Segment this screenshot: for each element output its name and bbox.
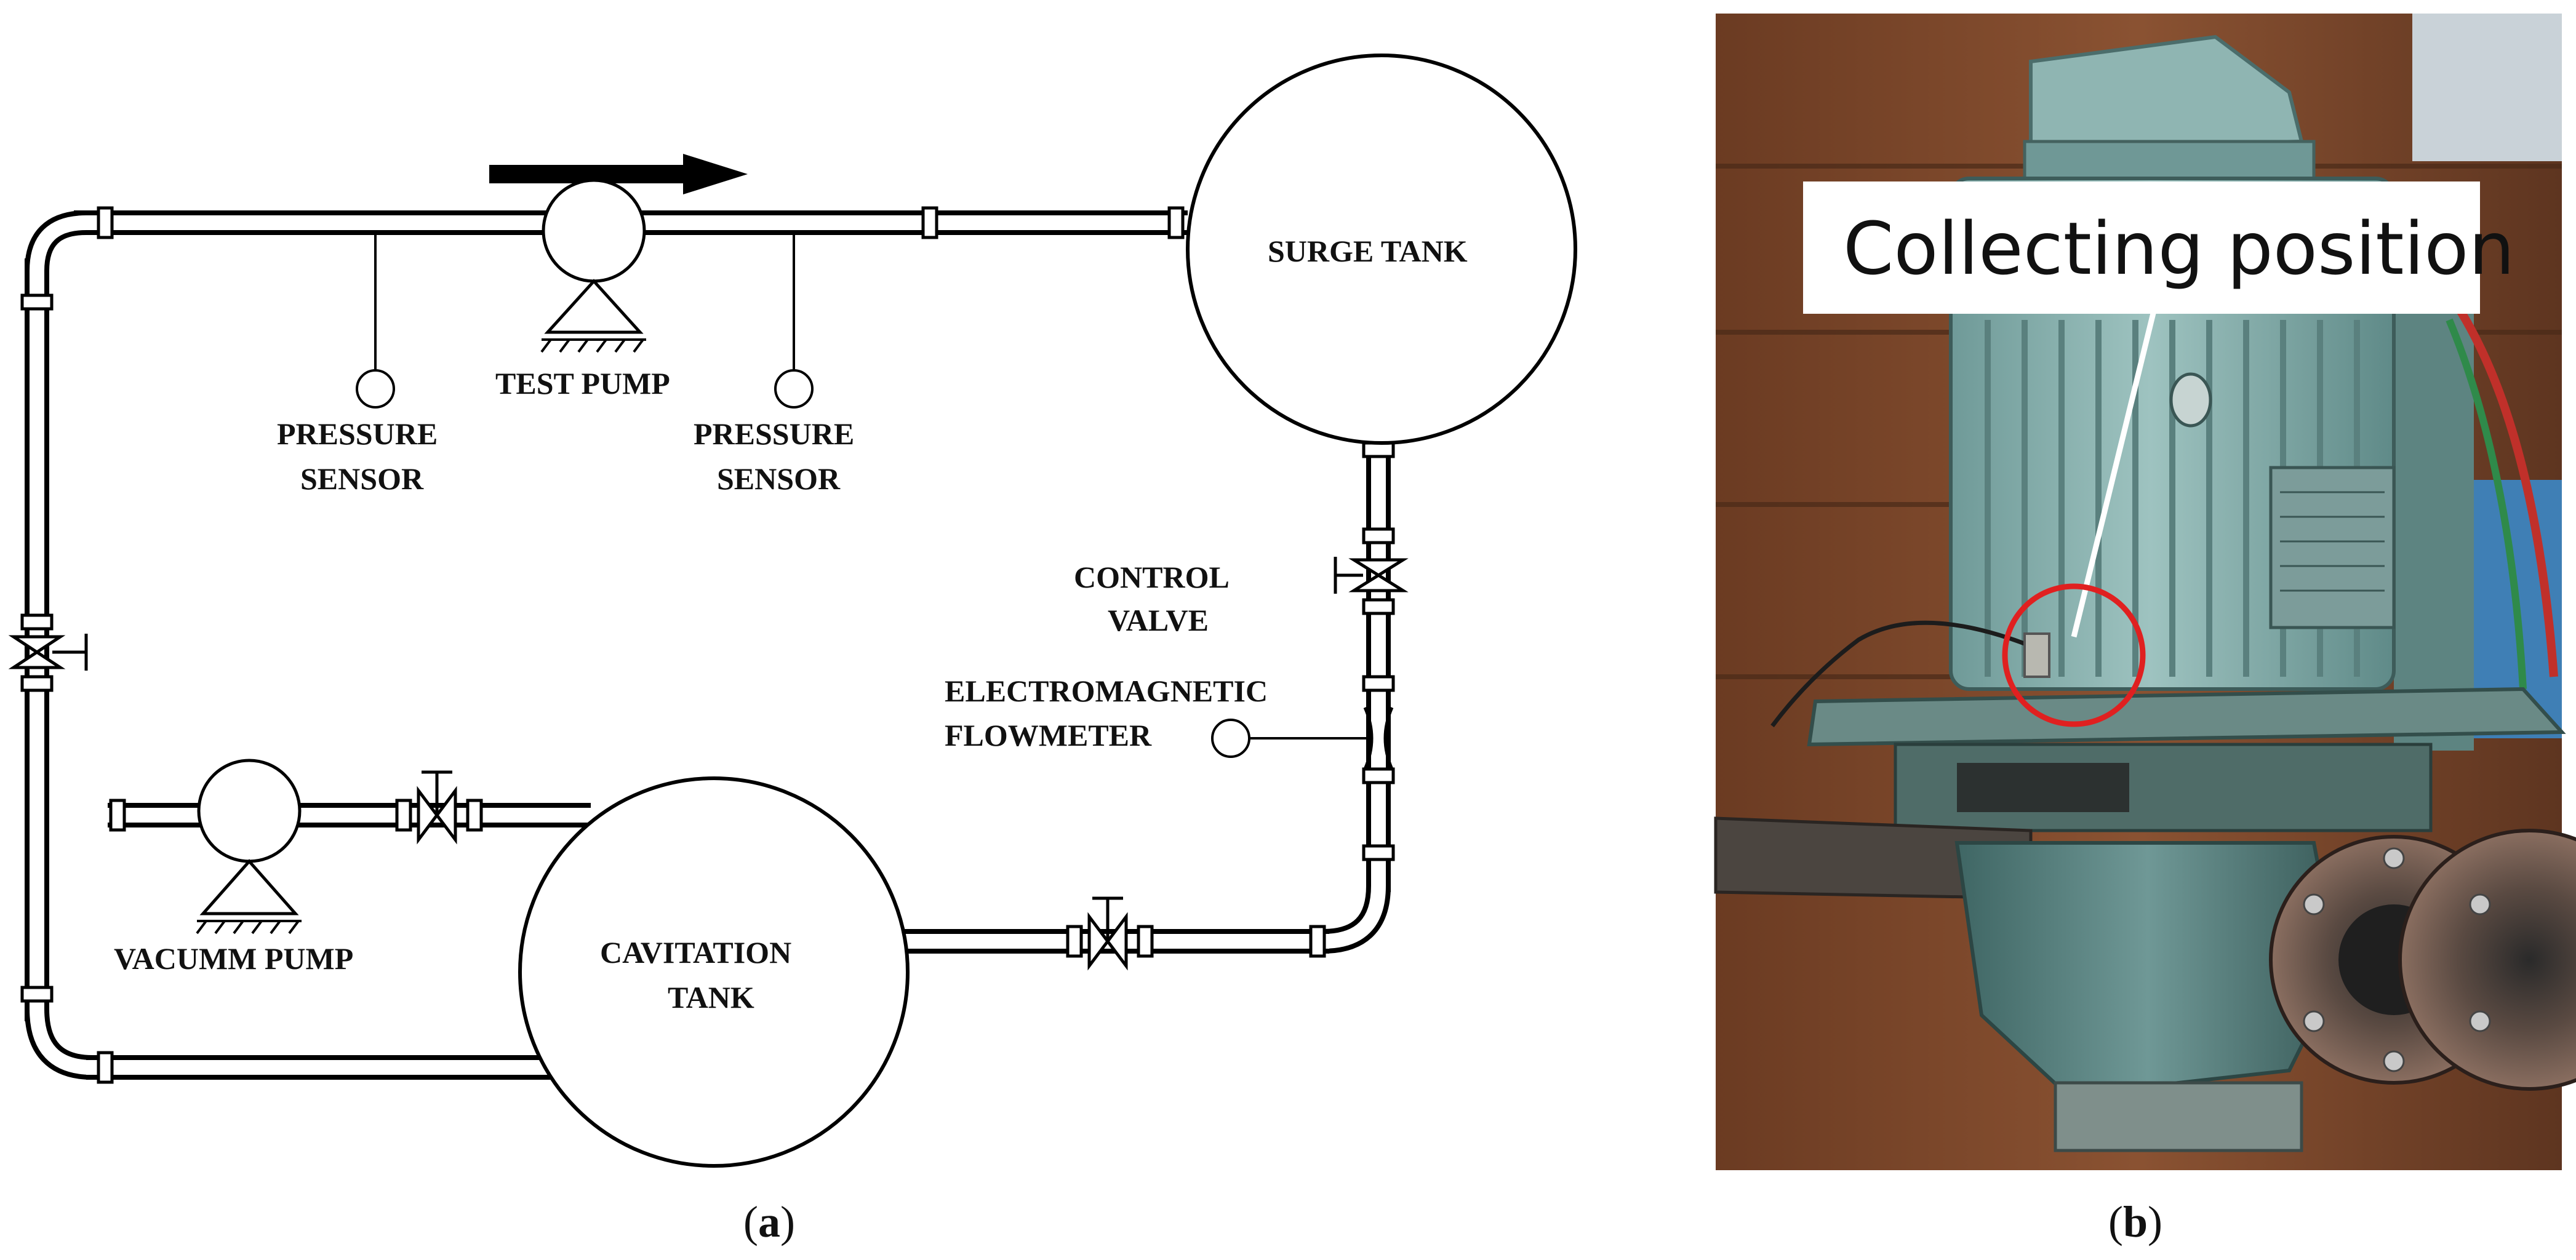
background-window	[2412, 14, 2562, 161]
label-pressure-sensor-right-line1: PRESSURE	[694, 417, 854, 451]
flange-bolts	[2303, 847, 2491, 1072]
vacuum-line-valve	[417, 770, 457, 845]
pressure-sensor-right	[774, 234, 814, 409]
green-cable	[2446, 318, 2527, 690]
vibration-sensor	[2023, 632, 2050, 678]
label-control-valve-line1: CONTROL	[1074, 560, 1230, 594]
motor-fan-cap	[2029, 34, 2304, 150]
label-surge-tank: SURGE TANK	[1268, 234, 1468, 268]
label-pressure-sensor-left-line1: PRESSURE	[277, 417, 438, 451]
return-line-valve	[1087, 896, 1128, 971]
vacuum-pump	[196, 759, 302, 935]
label-control-valve-line2: VALVE	[1108, 603, 1209, 637]
caption-a: (a)	[743, 1197, 795, 1246]
schematic-panel: SURGE TANK TEST PUMP PRESSURE SENSOR PRE…	[8, 54, 1577, 1246]
callout-text: Collecting position	[1843, 206, 2514, 291]
control-valve	[1334, 557, 1409, 594]
label-flowmeter-line2: FLOWMETER	[945, 718, 1152, 752]
pressure-sensor-left	[356, 234, 395, 409]
motor-lifting-eye	[2169, 372, 2212, 428]
surge-tank	[1186, 54, 1577, 445]
coupling-dark	[1957, 763, 2129, 812]
callout-pointer	[2071, 309, 2157, 638]
photo-panel: Collecting position (b)	[1714, 14, 2576, 1246]
pump-bottom-foot	[2054, 1081, 2303, 1152]
pump-base-plate	[1807, 687, 2566, 747]
motor-nameplate	[2269, 466, 2396, 629]
label-pressure-sensor-left-line2: SENSOR	[300, 461, 424, 496]
sensor-cable	[1770, 620, 2032, 728]
schematic-labels: SURGE TANK TEST PUMP PRESSURE SENSOR PRE…	[114, 234, 1468, 1015]
cavitation-tank	[518, 776, 910, 1168]
red-cable	[2455, 305, 2558, 677]
callout-box	[1803, 181, 2480, 314]
caption-b: (b)	[2108, 1197, 2162, 1246]
pump-casing	[1954, 841, 2341, 1098]
nameplate-lines	[2280, 491, 2385, 592]
label-test-pump: TEST PUMP	[495, 366, 670, 401]
label-pressure-sensor-right-line2: SENSOR	[717, 461, 841, 496]
pipe-outlet-flange	[2398, 829, 2576, 1091]
collecting-position-highlight	[2002, 583, 2146, 727]
label-cavitation-tank-line1: CAVITATION	[600, 935, 791, 970]
left-valve	[8, 634, 88, 671]
label-flowmeter-line1: ELECTROMAGNETIC	[945, 674, 1268, 708]
pipe-flanges	[20, 206, 1395, 1084]
label-cavitation-tank-line2: TANK	[668, 980, 754, 1015]
label-vacuum-pump: VACUMM PUMP	[114, 941, 353, 976]
test-pump	[540, 178, 646, 353]
motor-ring	[2023, 140, 2316, 180]
electromagnetic-flowmeter	[1211, 706, 1394, 770]
